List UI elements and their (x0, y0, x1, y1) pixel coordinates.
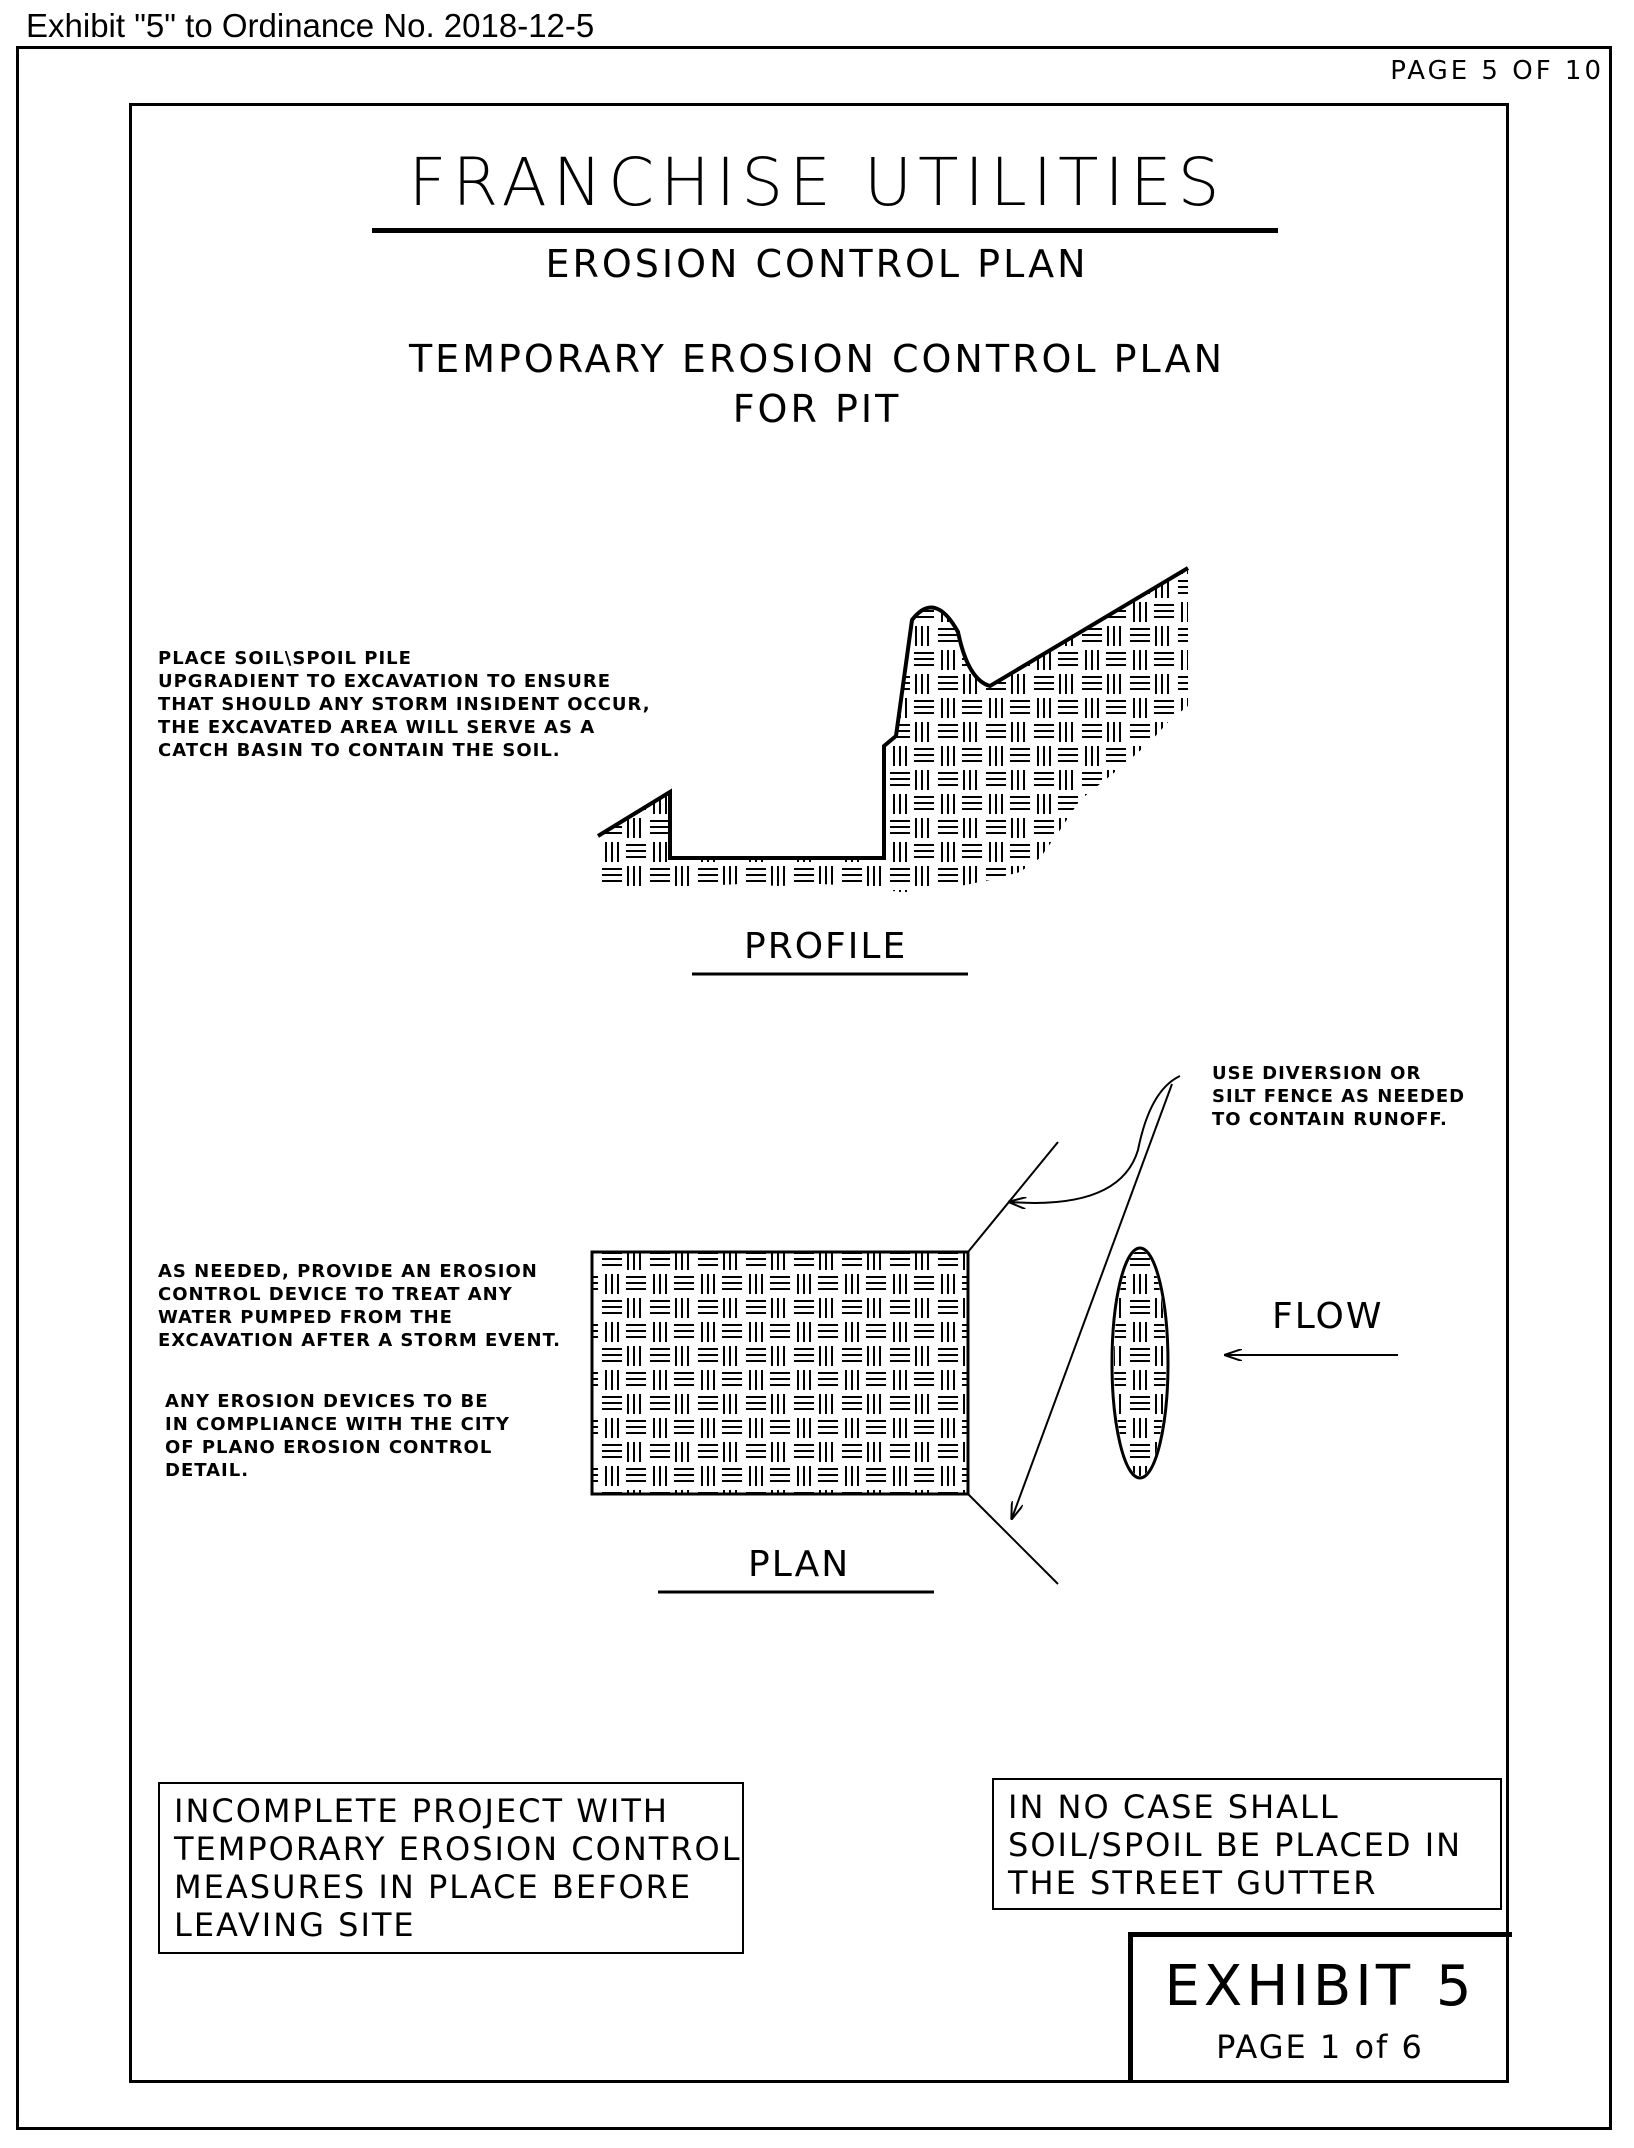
subtitle: EROSION CONTROL PLAN (545, 242, 1089, 286)
profile-label: PROFILE (744, 926, 908, 967)
plan-diversion-line-bottom (967, 1493, 1059, 1585)
note-soil-pile: PLACE SOIL\SPOIL PILE UPGRADIENT TO EXCA… (158, 647, 651, 762)
flow-label: FLOW (1272, 1296, 1384, 1337)
inner-frame (129, 103, 1509, 2083)
note-as-needed-line: EXCAVATION AFTER A STORM EVENT. (158, 1330, 561, 1351)
profile-drawing (596, 566, 1190, 892)
note-soil-pile-line: THE EXCAVATED AREA WILL SERVE AS A (158, 717, 596, 738)
plan-label: PLAN (748, 1544, 851, 1585)
plan-title-line-1: TEMPORARY EROSION CONTROL PLAN (408, 337, 1226, 381)
title-block (1128, 1932, 1512, 2082)
note-any-erosion-line: IN COMPLIANCE WITH THE CITY (165, 1414, 510, 1435)
note-soil-pile-line: CATCH BASIN TO CONTAIN THE SOIL. (158, 740, 561, 761)
note-diversion: USE DIVERSION OR SILT FENCE AS NEEDED TO… (1212, 1062, 1465, 1131)
note-as-needed: AS NEEDED, PROVIDE AN EROSION CONTROL DE… (158, 1260, 561, 1352)
note-soil-pile-line: THAT SHOULD ANY STORM INSIDENT OCCUR, (158, 694, 651, 715)
outer-frame (16, 46, 1612, 2130)
exhibit-caption: Exhibit "5" to Ordinance No. 2018-12-5 (26, 7, 595, 44)
incomplete-project-box: INCOMPLETE PROJECT WITH TEMPORARY EROSIO… (158, 1782, 744, 1954)
plan-title-line-2: FOR PIT (732, 387, 902, 431)
plan-leader-curve (1010, 1075, 1181, 1203)
no-spoil-line: SOIL/SPOIL BE PLACED IN (1008, 1826, 1463, 1864)
incomplete-project-line: LEAVING SITE (174, 1906, 416, 1944)
exhibit-number: EXHIBIT 5 (1164, 1954, 1476, 2019)
note-diversion-line: TO CONTAIN RUNOFF. (1212, 1109, 1448, 1130)
profile-soil-mass (598, 568, 1188, 892)
silt-fence-ellipse (1110, 1246, 1170, 1480)
plan-title: TEMPORARY EROSION CONTROL PLAN FOR PIT (0, 334, 1634, 434)
note-as-needed-line: CONTROL DEVICE TO TREAT ANY (158, 1284, 513, 1305)
main-title: FRANCHISE UTILITIES (408, 144, 1226, 221)
note-any-erosion-line: OF PLANO EROSION CONTROL (165, 1437, 493, 1458)
note-soil-pile-line: PLACE SOIL\SPOIL PILE (158, 648, 412, 669)
incomplete-project-line: TEMPORARY EROSION CONTROL (174, 1830, 742, 1868)
page-of-label: PAGE 5 OF 10 (1390, 56, 1604, 86)
incomplete-project-line: INCOMPLETE PROJECT WITH (174, 1792, 669, 1830)
plan-leader-straight (1012, 1083, 1173, 1518)
note-soil-pile-line: UPGRADIENT TO EXCAVATION TO ENSURE (158, 671, 612, 692)
no-spoil-line: IN NO CASE SHALL (1008, 1788, 1340, 1826)
exhibit-page-number: PAGE 1 of 6 (1216, 2028, 1424, 2066)
no-spoil-line: THE STREET GUTTER (1008, 1864, 1378, 1902)
note-diversion-line: SILT FENCE AS NEEDED (1212, 1086, 1466, 1107)
note-any-erosion: ANY EROSION DEVICES TO BE IN COMPLIANCE … (165, 1390, 510, 1482)
profile-ground-line (596, 566, 1190, 860)
note-diversion-line: USE DIVERSION OR (1212, 1063, 1422, 1084)
note-any-erosion-line: ANY EROSION DEVICES TO BE (165, 1391, 489, 1412)
note-as-needed-line: WATER PUMPED FROM THE (158, 1307, 453, 1328)
title-underline (372, 228, 1278, 233)
incomplete-project-line: MEASURES IN PLACE BEFORE (174, 1868, 693, 1906)
plan-diversion-line-top (967, 1141, 1059, 1253)
note-any-erosion-line: DETAIL. (165, 1460, 250, 1481)
plan-pit (590, 1250, 970, 1496)
note-as-needed-line: AS NEEDED, PROVIDE AN EROSION (158, 1261, 538, 1282)
no-spoil-in-gutter-box: IN NO CASE SHALL SOIL/SPOIL BE PLACED IN… (992, 1778, 1502, 1910)
